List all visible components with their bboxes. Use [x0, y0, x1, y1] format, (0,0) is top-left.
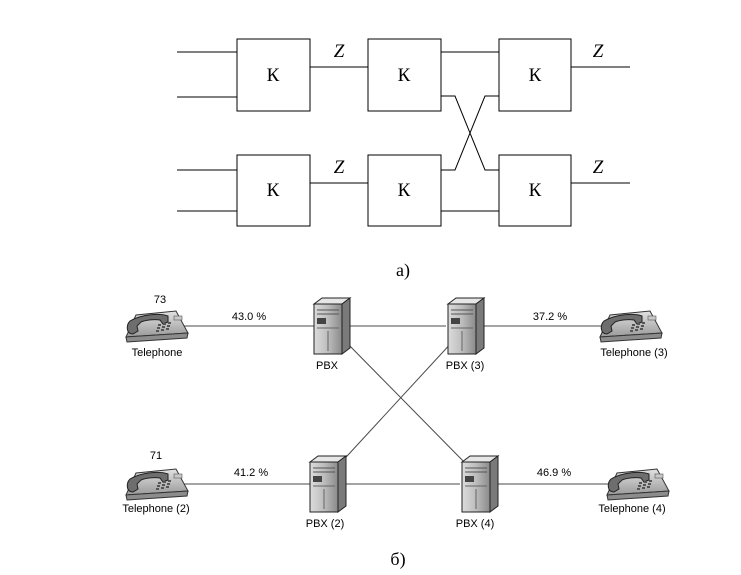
k-block: К: [236, 154, 311, 227]
link-load-label: 41.2 %: [234, 467, 268, 479]
diagram-a: К К К К К К Z Z Z Z а): [177, 38, 630, 281]
link-load-label: 43.0 %: [232, 311, 266, 323]
pbx-icon[interactable]: [461, 455, 499, 513]
pbx-label: PBX (2): [306, 518, 345, 530]
k-block: К: [498, 154, 572, 227]
k-block: К: [236, 38, 311, 112]
pbx-label: PBX (3): [446, 360, 485, 372]
k-block: К: [498, 38, 572, 112]
telephone-icon[interactable]: [125, 468, 189, 501]
k-block-label: К: [529, 180, 542, 201]
telephone-icon[interactable]: [606, 468, 670, 501]
impedance-label: Z: [593, 157, 604, 178]
k-block-label: К: [267, 180, 280, 201]
caption-b: б): [390, 549, 405, 570]
pbx-icon[interactable]: [447, 297, 485, 355]
link-load-label: 37.2 %: [533, 311, 567, 323]
k-block-label: К: [267, 65, 280, 86]
link-load-label: 46.9 %: [537, 467, 571, 479]
diagram-a-wires: [177, 51, 630, 212]
pbx-icon[interactable]: [313, 297, 351, 355]
telephone-number: 73: [154, 294, 166, 306]
telephone-icon[interactable]: [125, 310, 189, 343]
pbx-label: PBX (4): [456, 518, 495, 530]
k-block-label: К: [398, 180, 411, 201]
k-block: К: [367, 154, 442, 227]
caption-a: а): [396, 260, 410, 281]
impedance-label: Z: [334, 41, 345, 62]
telephone-label: Telephone (2): [122, 503, 189, 515]
telephone-label: Telephone (3): [600, 347, 667, 359]
telephone-icon[interactable]: [599, 310, 663, 343]
diagram-b: 73 Telephone 71 Telephone (2) Telephone …: [97, 287, 705, 543]
telephone-label: Telephone: [132, 347, 183, 359]
k-block: К: [367, 38, 442, 112]
telephone-number: 71: [150, 450, 162, 462]
impedance-label: Z: [593, 41, 604, 62]
impedance-label: Z: [334, 157, 345, 178]
pbx-icon[interactable]: [309, 455, 347, 513]
telephone-label: Telephone (4): [598, 503, 665, 515]
network-links: [178, 325, 612, 485]
k-block-label: К: [529, 65, 542, 86]
k-block-label: К: [398, 65, 411, 86]
pbx-label: PBX: [316, 360, 339, 372]
